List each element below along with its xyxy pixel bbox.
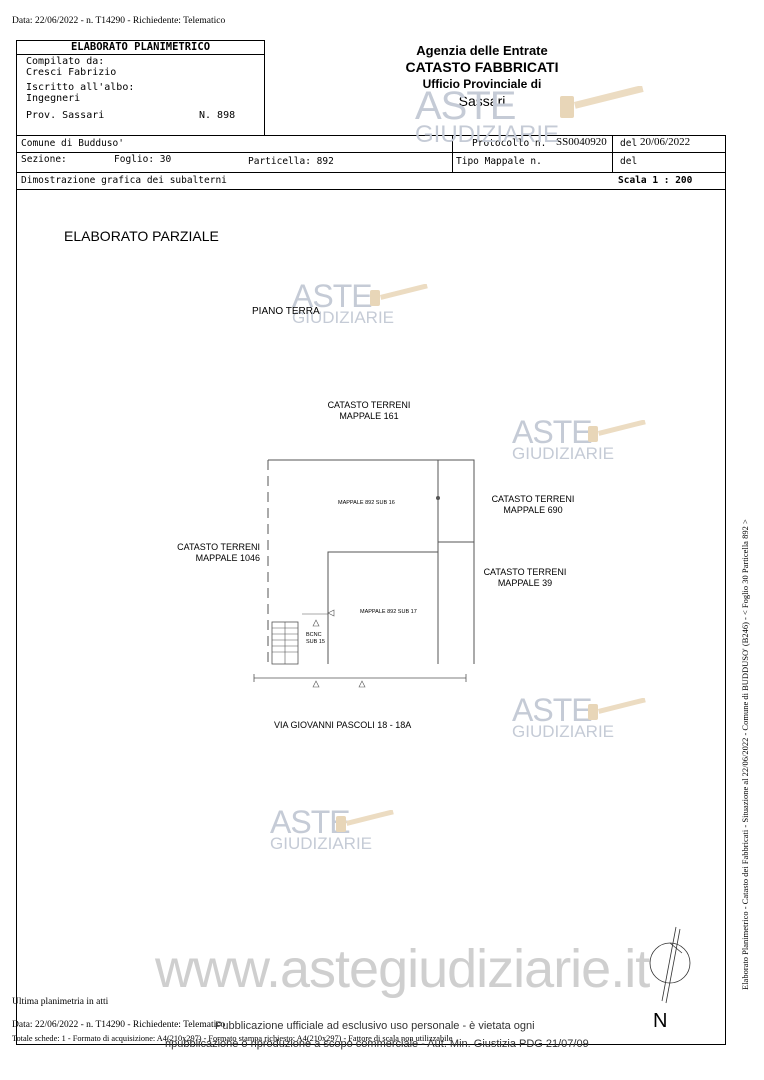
north-label: N (653, 1010, 668, 1032)
albo-label: Iscritto all'albo: (26, 82, 135, 93)
gavel-icon (588, 698, 646, 720)
agency-line2: CATASTO FABBRICATI (405, 59, 559, 75)
agency-block: Agenzia delle Entrate CATASTO FABBRICATI… (380, 42, 584, 110)
compilato-value: Cresci Fabrizio (26, 67, 117, 78)
del2-label: del (620, 156, 638, 167)
gavel-icon (370, 284, 428, 306)
side-text: Elaborato Planimetrico - Catasto dei Fab… (740, 519, 750, 990)
aste-watermark-4: ASTE GIUDIZIARIE (512, 692, 615, 741)
albo-value: Ingegneri (26, 93, 81, 104)
elaborato-parziale: ELABORATO PARZIALE (64, 228, 219, 244)
street-label: VIA GIOVANNI PASCOLI 18 - 18A (274, 720, 412, 730)
aste-watermark-2: ASTE GIUDIZIARIE (292, 278, 395, 327)
aste-watermark-1: ASTE GIUDIZIARIE (415, 84, 560, 148)
gavel-icon (336, 810, 394, 832)
sezione-label: Sezione: (21, 154, 67, 165)
foglio-label: Foglio: 30 (114, 154, 172, 165)
ultima-planimetria: Ultima planimetria in atti (12, 997, 109, 1007)
footer-line1: Data: 22/06/2022 - n. T14290 - Richieden… (12, 1020, 226, 1030)
protocollo-label: Protocollo n. (472, 138, 547, 149)
sub17-label: MAPPALE 892 SUB 17 (360, 609, 417, 615)
del-label: del (620, 138, 638, 149)
tipo-mappale-label: Tipo Mappale n. (456, 156, 542, 167)
gavel-icon (588, 420, 646, 442)
info-rows: Comune di Budduso' Protocollo n. SS00409… (16, 135, 726, 173)
compilato-label: Compilato da: (26, 56, 105, 67)
pubblicazione-line1: Pubblicazione ufficiale ad esclusivo uso… (215, 1020, 535, 1032)
footer-line2: Totale schede: 1 - Formato di acquisizio… (12, 1034, 453, 1043)
particella-label: Particella: 892 (248, 156, 334, 167)
comune-label: Comune di Budduso' (21, 138, 124, 149)
albo-number: N. 898 (199, 110, 236, 121)
del-value: 20/06/2022 (640, 136, 691, 148)
pubblicazione-line2: ripubblicazione o riproduzione a scopo c… (165, 1038, 589, 1050)
header-box: ELABORATO PLANIMETRICO Compilato da: Cre… (16, 40, 265, 136)
document-frame (16, 135, 726, 1045)
header-title: ELABORATO PLANIMETRICO (17, 41, 264, 55)
agency-line4: Sassari (458, 93, 506, 109)
agency-line3: Ufficio Provinciale di (422, 77, 542, 91)
agency-line1: Agenzia delle Entrate (416, 43, 548, 58)
aste-watermark-3: ASTE GIUDIZIARIE (512, 414, 615, 463)
sub16-label: MAPPALE 892 SUB 16 (338, 500, 395, 506)
site-watermark: www.astegiudiziarie.it (155, 939, 650, 999)
top-line: Data: 22/06/2022 - n. T14290 - Richieden… (12, 16, 226, 26)
piano-terra: PIANO TERRA (252, 306, 320, 317)
prov-label: Prov. Sassari (26, 110, 105, 121)
gavel-icon (560, 86, 644, 118)
dimostrazione-row: Dimostrazione grafica dei subalterni Sca… (16, 173, 726, 190)
floor-plan (253, 459, 475, 688)
scala-label: Scala 1 : 200 (618, 175, 693, 186)
protocollo-value: SS0040920 (556, 136, 607, 148)
north-arrow-icon (649, 926, 691, 1004)
dimostrazione-label: Dimostrazione grafica dei subalterni (21, 175, 227, 186)
